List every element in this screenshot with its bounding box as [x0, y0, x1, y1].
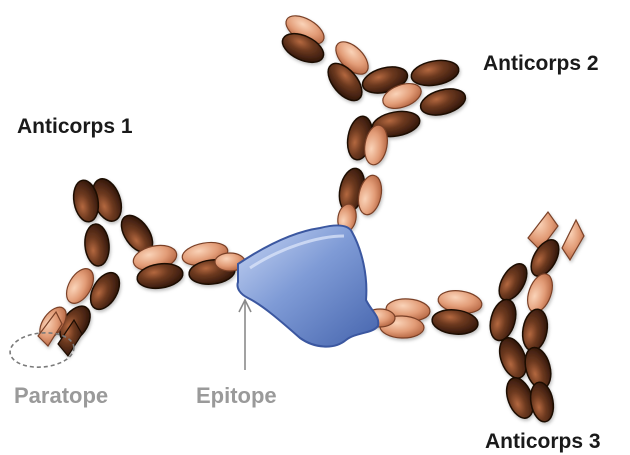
antibody-3-label: Anticorps 3 — [485, 430, 601, 454]
light-chain-domain — [523, 270, 557, 315]
heavy-chain-domain — [528, 380, 557, 423]
epitope-label: Epitope — [196, 383, 277, 409]
antibody-3 — [365, 212, 584, 424]
antibody-2 — [278, 10, 468, 233]
heavy-chain-domain — [486, 297, 520, 344]
antigen-blob-icon — [237, 225, 378, 346]
heavy-chain-domain — [409, 57, 460, 89]
arrow-up-icon — [239, 300, 251, 370]
heavy-chain-domain — [493, 259, 532, 305]
heavy-chain-domain — [520, 307, 551, 353]
paratope-tip — [562, 220, 584, 260]
heavy-chain-domain — [83, 223, 111, 267]
antibody-2-label: Anticorps 2 — [483, 52, 599, 76]
heavy-chain-domain — [418, 84, 469, 119]
antibody-1-label: Anticorps 1 — [17, 115, 133, 139]
antibody-1 — [34, 175, 245, 356]
paratope-label: Paratope — [14, 383, 108, 409]
